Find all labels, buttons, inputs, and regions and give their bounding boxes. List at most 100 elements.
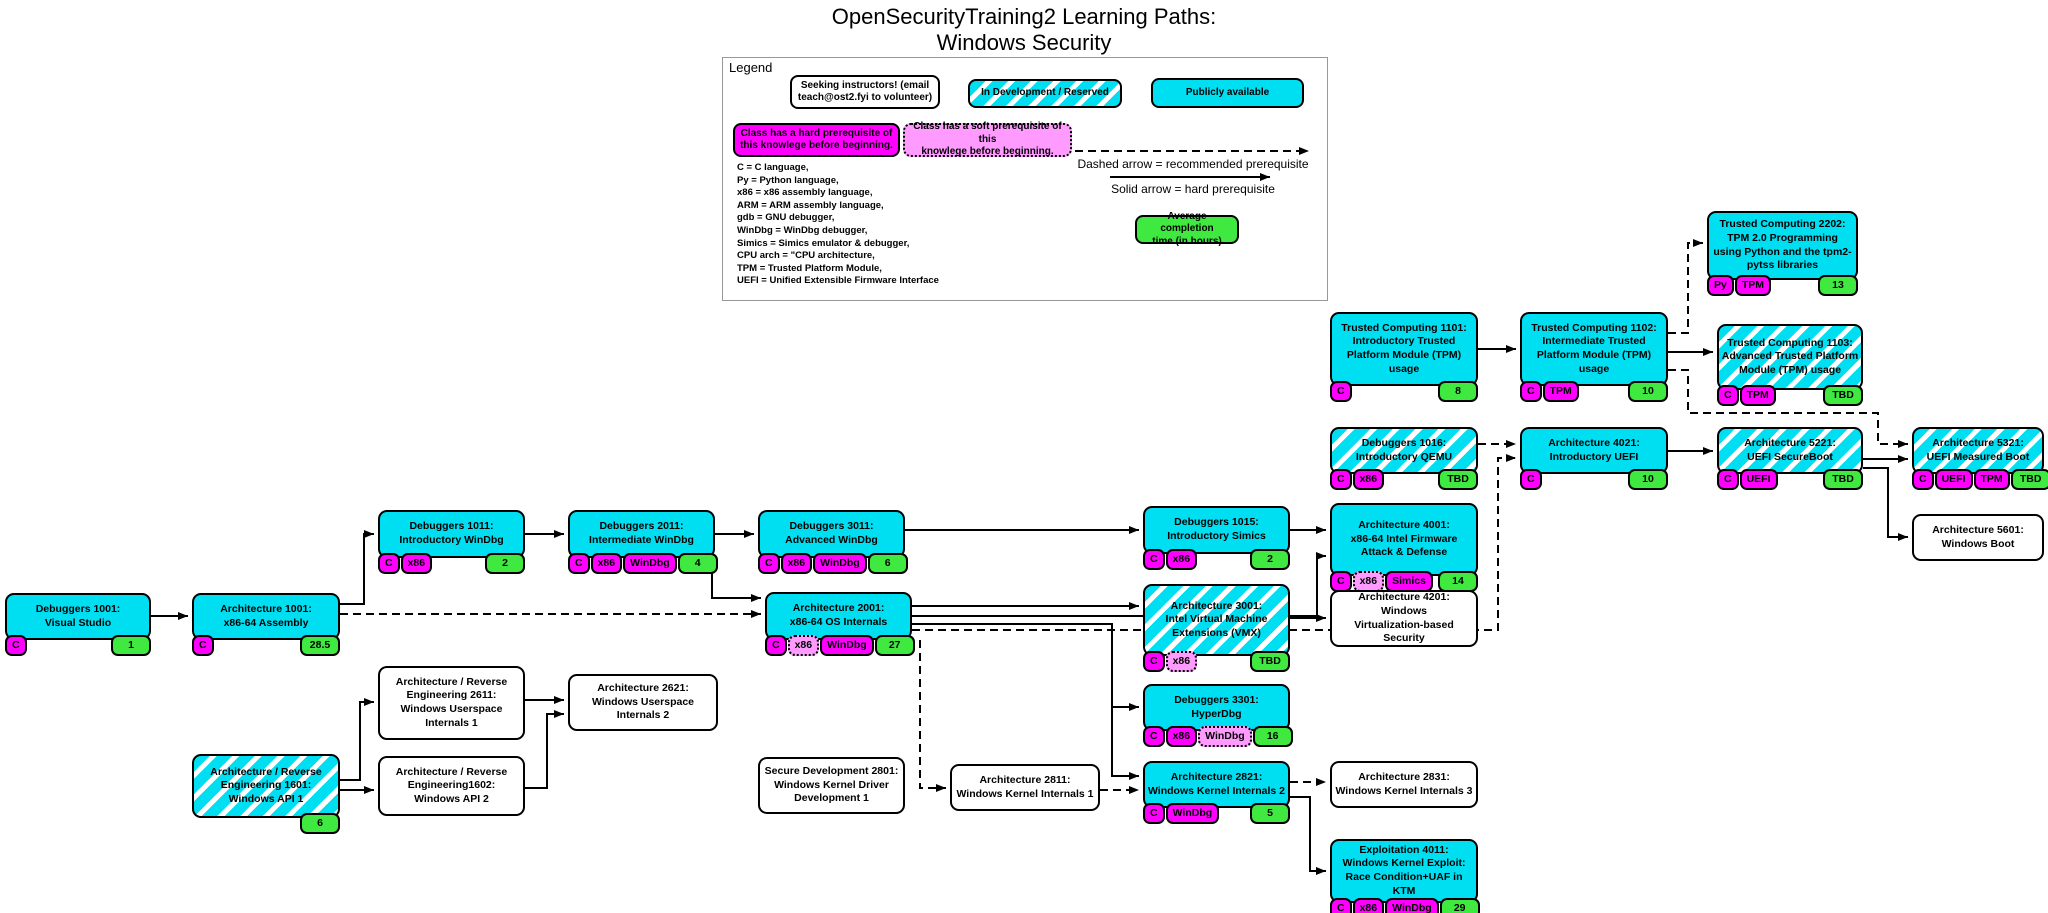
node-label: Architecture 4001: x86-64 Intel Firmware… [1350, 519, 1458, 559]
legend-abbreviations: C = C language, Py = Python language, x8… [737, 162, 939, 287]
node-architecture-1602[interactable]: Architecture / Reverse Engineering1602: … [378, 756, 525, 816]
prereq-tag-windbg: WinDbg [1165, 803, 1220, 824]
node-architecture-4201[interactable]: Architecture 4201: Windows Virtualizatio… [1330, 590, 1478, 647]
node-architecture-4001[interactable]: Architecture 4001: x86-64 Intel Firmware… [1330, 503, 1478, 592]
prereq-tag-windbg: WinDbg [1385, 898, 1439, 913]
time-badge: 2 [485, 553, 525, 574]
legend-solid-arrow-icon [1110, 173, 1270, 181]
node-architecture-2821[interactable]: Architecture 2821: Windows Kernel Intern… [1143, 761, 1290, 824]
node-label: Architecture / Reverse Engineering1602: … [395, 765, 508, 805]
prereq-tag-x86: x86 [1165, 549, 1198, 570]
prereq-tag-c: C [5, 635, 27, 656]
prereq-tag-x86: x86 [1352, 898, 1385, 913]
node-trusted-computing-1103[interactable]: Trusted Computing 1103: Advanced Trusted… [1717, 324, 1863, 406]
prereq-tag-uefi: UEFI [1934, 469, 1973, 490]
node-secure-development-2801[interactable]: Secure Development 2801: Windows Kernel … [758, 757, 905, 814]
legend-in-development-sample: In Development / Reserved [968, 79, 1122, 108]
prereq-tag-x86: x86 [1165, 651, 1198, 672]
node-label: Debuggers 1015: Introductory Simics [1167, 516, 1266, 542]
node-architecture-2621[interactable]: Architecture 2621: Windows Userspace Int… [568, 674, 718, 731]
node-label: Architecture 5221: UEFI SecureBoot [1744, 436, 1836, 463]
legend-panel: Legend Seeking instructors! (email teach… [722, 57, 1328, 301]
edge-dashed-29 [1668, 369, 1908, 448]
node-label: Architecture 1001: x86-64 Assembly [220, 602, 312, 629]
prereq-tag-tpm: TPM [1973, 469, 2010, 490]
prereq-tag-c: C [1912, 469, 1934, 490]
time-badge: 2 [1250, 549, 1290, 570]
legend-average-time-sample: Average completion time (in hours) [1135, 211, 1239, 247]
prereq-tag-c: C [1143, 549, 1165, 570]
prereq-tag-c: C [1520, 469, 1542, 490]
prereq-tag-x86: x86 [1165, 726, 1198, 747]
node-architecture-5601[interactable]: Architecture 5601: Windows Boot [1912, 514, 2044, 561]
time-badge: 5 [1250, 803, 1290, 824]
time-badge: 14 [1438, 571, 1478, 592]
prereq-tag-simics: Simics [1385, 571, 1433, 592]
node-label: Trusted Computing 2202: TPM 2.0 Programm… [1713, 218, 1852, 272]
time-badge: 10 [1628, 381, 1668, 402]
time-badge: 29 [1439, 898, 1480, 913]
edge-solid-9 [912, 623, 1139, 711]
node-architecture-1601[interactable]: Architecture / Reverse Engineering 1601:… [192, 754, 340, 834]
node-architecture-3001[interactable]: Architecture 3001: Intel Virtual Machine… [1143, 584, 1290, 672]
node-label: Architecture 5601: Windows Boot [1932, 523, 2024, 550]
time-badge: 28.5 [300, 635, 340, 656]
prereq-tag-c: C [1143, 803, 1165, 824]
prereq-tag-c: C [1330, 381, 1352, 402]
prereq-tag-windbg: WinDbg [820, 635, 874, 656]
prereq-tag-x86: x86 [590, 553, 623, 574]
prereq-tag-c: C [1330, 571, 1352, 592]
node-architecture-2611[interactable]: Architecture / Reverse Engineering 2611:… [378, 666, 525, 740]
legend-solid-arrow-label: Solid arrow = hard prerequisite [1111, 182, 1275, 196]
node-trusted-computing-1101[interactable]: Trusted Computing 1101: Introductory Tru… [1330, 312, 1478, 402]
time-badge: 4 [677, 553, 718, 574]
time-badge: 16 [1252, 726, 1293, 747]
prereq-tag-c: C [1520, 381, 1542, 402]
edge-solid-1 [340, 530, 374, 605]
node-label: Architecture 2001: x86-64 OS Internals [789, 602, 888, 628]
time-badge: 13 [1818, 275, 1858, 296]
node-label: Secure Development 2801: Windows Kernel … [764, 765, 899, 805]
node-label: Architecture 2621: Windows Userspace Int… [591, 682, 695, 722]
node-architecture-2831[interactable]: Architecture 2831: Windows Kernel Intern… [1330, 761, 1478, 808]
node-label: Trusted Computing 1102: Intermediate Tru… [1531, 321, 1657, 375]
node-exploitation-4011[interactable]: Exploitation 4011: Windows Kernel Exploi… [1330, 839, 1480, 913]
legend-publicly-available-sample: Publicly available [1151, 78, 1304, 108]
edge-solid-8 [912, 552, 1326, 617]
node-label: Architecture / Reverse Engineering 1601:… [210, 765, 322, 805]
node-trusted-computing-2202[interactable]: Trusted Computing 2202: TPM 2.0 Programm… [1707, 211, 1858, 296]
node-trusted-computing-1102[interactable]: Trusted Computing 1102: Intermediate Tru… [1520, 312, 1668, 402]
node-architecture-2811[interactable]: Architecture 2811: Windows Kernel Intern… [950, 764, 1100, 811]
time-badge: TBD [1823, 385, 1863, 406]
prereq-tag-uefi: UEFI [1739, 469, 1778, 490]
edge-dashed-23 [919, 640, 946, 792]
time-badge: TBD [1438, 469, 1478, 490]
